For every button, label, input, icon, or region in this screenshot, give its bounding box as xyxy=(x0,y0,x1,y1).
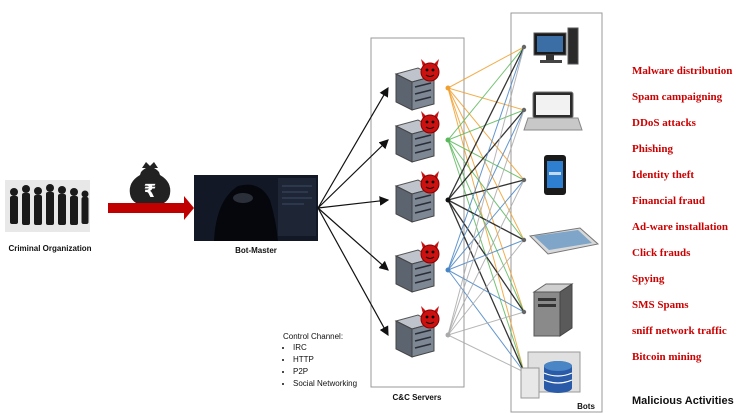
devil-face-icon xyxy=(420,241,440,264)
tablet-icon xyxy=(528,227,600,255)
server-icon xyxy=(394,241,440,293)
bot-master-image xyxy=(194,175,318,241)
server-icon xyxy=(394,171,440,223)
activity-item: sniff network traffic xyxy=(632,325,727,337)
link-line xyxy=(447,179,525,336)
bot-devices xyxy=(520,27,600,399)
control-channel-list: IRC HTTP P2P Social Networking xyxy=(283,342,357,390)
activity-item: Ad-ware installation xyxy=(632,221,729,233)
desktop-computer-icon xyxy=(533,27,579,65)
cc-servers xyxy=(394,59,440,358)
link-line xyxy=(447,109,525,141)
channel-item-irc: IRC xyxy=(293,342,357,354)
cc-servers-box xyxy=(370,37,465,388)
link-node xyxy=(521,237,527,243)
link-line xyxy=(447,46,525,201)
activity-item: Spying xyxy=(632,273,665,285)
channel-item-p2p: P2P xyxy=(293,366,357,378)
malicious-activities-title: Malicious Activities xyxy=(632,395,734,407)
link-node xyxy=(521,177,527,183)
devil-face-icon xyxy=(420,306,440,329)
link-line xyxy=(447,199,525,241)
link-node xyxy=(445,137,451,143)
link-line xyxy=(447,46,525,89)
control-channel-title: Control Channel: xyxy=(283,332,344,341)
bots-box xyxy=(510,12,603,413)
link-line xyxy=(447,139,525,313)
control-arrow xyxy=(317,86,389,209)
link-node xyxy=(445,267,451,273)
control-arrow xyxy=(317,207,389,337)
devil-face-icon xyxy=(420,111,440,134)
link-line xyxy=(447,239,525,271)
devil-face-icon xyxy=(420,59,440,82)
activity-item: Bitcoin mining xyxy=(632,351,702,363)
link-line xyxy=(447,239,525,336)
link-line xyxy=(447,199,525,313)
activity-item: Click frauds xyxy=(632,247,691,259)
link-line xyxy=(447,87,525,181)
link-line xyxy=(447,87,525,373)
link-node xyxy=(445,85,451,91)
network-links xyxy=(445,44,527,375)
devil-face-icon xyxy=(420,171,440,194)
link-line xyxy=(447,46,525,141)
server-icon xyxy=(394,111,440,163)
activity-item: SMS Spams xyxy=(632,299,689,311)
activity-item: DDoS attacks xyxy=(632,117,696,129)
link-line xyxy=(447,87,525,241)
link-line xyxy=(447,87,525,313)
link-line xyxy=(447,46,525,336)
link-node xyxy=(445,197,451,203)
activity-item: Phishing xyxy=(632,143,673,155)
link-line xyxy=(447,87,525,111)
criminal-organization-icon xyxy=(5,180,90,232)
link-line xyxy=(447,311,525,336)
activity-item: Spam campaigning xyxy=(632,91,723,103)
channel-item-social-networking: Social Networking xyxy=(293,378,357,390)
server-icon xyxy=(394,306,440,358)
activity-item: Malware distribution xyxy=(632,65,733,77)
link-line xyxy=(447,109,525,336)
channel-item-http: HTTP xyxy=(293,354,357,366)
criminal-organization-label: Criminal Organization xyxy=(8,244,91,253)
control-arrow xyxy=(317,207,389,271)
link-node xyxy=(521,44,527,50)
laptop-icon xyxy=(523,91,583,131)
link-line xyxy=(447,46,525,271)
control-arrow xyxy=(317,139,389,209)
link-node xyxy=(445,332,451,338)
money-bag-icon: ₹ xyxy=(129,162,171,206)
server-icon xyxy=(394,59,440,111)
link-line xyxy=(447,334,525,373)
control-arrows xyxy=(317,86,390,337)
cc-servers-label: C&C Servers xyxy=(393,393,442,402)
bot-master-label: Bot-Master xyxy=(235,246,277,255)
currency-symbol: ₹ xyxy=(144,181,157,202)
red-arrow xyxy=(108,196,194,220)
mobile-phone-icon xyxy=(544,155,566,195)
link-line xyxy=(447,199,525,373)
link-node xyxy=(521,107,527,113)
activity-item: Identity theft xyxy=(632,169,695,181)
bots-label: Bots xyxy=(577,402,595,411)
control-channel: Control Channel: IRC HTTP P2P Social Net… xyxy=(283,332,357,390)
link-line xyxy=(447,269,525,313)
link-node xyxy=(521,309,527,315)
server-tower-icon xyxy=(532,283,574,337)
control-arrow xyxy=(317,196,390,209)
database-icon xyxy=(520,351,581,399)
activity-item: Financial fraud xyxy=(632,195,706,207)
link-line xyxy=(447,109,525,201)
link-line xyxy=(447,179,525,271)
